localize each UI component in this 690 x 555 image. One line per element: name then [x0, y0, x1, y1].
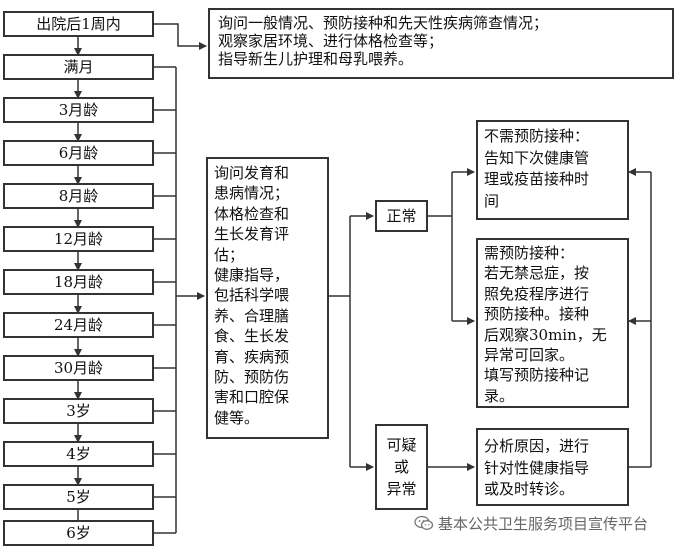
first-visit-line: 询问一般情况、预防接种和先天性疾病筛查情况； — [218, 14, 549, 32]
stage-box-4: 6月龄 — [3, 140, 154, 166]
stage-label: 24月龄 — [53, 315, 104, 334]
routine-line: 体格检查和 — [214, 204, 290, 223]
watermark-text: 基本公共卫生服务项目宣传平台 — [438, 514, 649, 533]
stage-box-1: 出院后1周内 — [3, 11, 154, 37]
analysis-line: 或及时转诊。 — [484, 480, 575, 498]
stage-box-12: 5岁 — [3, 484, 154, 510]
normal-box: 正常 — [375, 200, 428, 232]
stage-box-2: 满月 — [3, 54, 154, 80]
routine-line: 食、生长发 — [214, 327, 290, 346]
no-vaccine-box: 不需预防接种： 告知下次健康管 理或疫苗接种时 间 — [476, 120, 629, 220]
first-visit-line: 观察家居环境、进行体格检查等； — [218, 32, 444, 50]
routine-line: 估； — [214, 245, 245, 264]
stage-box-6: 12月龄 — [3, 226, 154, 252]
vaccine-line: 预防接种。接种 — [484, 305, 590, 324]
routine-line: 害和口腔保 — [214, 388, 290, 407]
stage-label: 4岁 — [66, 444, 91, 463]
stage-label: 30月龄 — [53, 358, 104, 377]
stage-label: 12月龄 — [53, 229, 104, 248]
vaccine-line: 异常可回家。 — [484, 346, 575, 365]
routine-line: 询问发育和 — [214, 164, 290, 182]
abnormal-line: 可疑 — [386, 436, 417, 454]
routine-line: 健等。 — [214, 408, 260, 427]
routine-line: 健康指导， — [214, 266, 290, 285]
stage-label: 5岁 — [66, 487, 91, 506]
normal-label: 正常 — [386, 207, 417, 225]
routine-line: 包括科学喂 — [214, 286, 290, 305]
vaccine-line: 后观察30min，无 — [484, 325, 607, 344]
first-visit-box: 询问一般情况、预防接种和先天性疾病筛查情况； 观察家居环境、进行体格检查等； 指… — [208, 8, 674, 79]
stage-box-8: 24月龄 — [3, 312, 154, 338]
stage-box-7: 18月龄 — [3, 269, 154, 295]
routine-line: 养、合理膳 — [214, 306, 290, 325]
stage-label: 3月龄 — [58, 100, 99, 119]
vaccine-line: 需预防接种： — [484, 244, 575, 262]
vaccine-line: 填写预防接种记 — [484, 366, 590, 385]
vaccine-box: 需预防接种： 若无禁忌症，按 照免疫程序进行 预防接种。接种 后观察30min，… — [476, 238, 629, 408]
stage-label: 6月龄 — [58, 143, 99, 162]
stage-box-10: 3岁 — [3, 398, 154, 424]
vaccine-line: 若无禁忌症，按 — [484, 264, 590, 283]
stage-box-9: 30月龄 — [3, 355, 154, 381]
no-vaccine-line: 不需预防接种： — [484, 127, 590, 145]
analysis-box: 分析原因，进行 针对性健康指导 或及时转诊。 — [476, 428, 629, 506]
stage-box-5: 8月龄 — [3, 183, 154, 209]
stage-box-13: 6岁 — [3, 520, 154, 546]
no-vaccine-line: 间 — [484, 191, 500, 210]
routine-line: 育、疾病预 — [214, 347, 290, 366]
vaccine-line: 照免疫程序进行 — [484, 284, 590, 303]
routine-line: 生长发育评 — [214, 225, 290, 244]
stage-label: 3岁 — [66, 401, 91, 420]
routine-line: 患病情况； — [214, 184, 290, 203]
wechat-icon — [414, 515, 434, 531]
stage-label: 8月龄 — [58, 186, 99, 205]
abnormal-line: 或 — [393, 458, 409, 476]
no-vaccine-line: 告知下次健康管 — [484, 148, 590, 167]
analysis-line: 分析原因，进行 — [484, 437, 590, 455]
routine-line: 防、预防伤 — [214, 368, 290, 387]
routine-checkup-box: 询问发育和 患病情况； 体格检查和 生长发育评 估； 健康指导， 包括科学喂 养… — [206, 157, 329, 439]
analysis-line: 针对性健康指导 — [484, 458, 590, 477]
stage-box-3: 3月龄 — [3, 97, 154, 123]
abnormal-box: 可疑 或 异常 — [375, 424, 428, 510]
stage-box-11: 4岁 — [3, 441, 154, 467]
first-visit-line: 指导新生儿护理和母乳喂养。 — [218, 50, 414, 68]
vaccine-line: 录。 — [484, 386, 515, 405]
stage-label: 满月 — [63, 57, 94, 76]
stage-label: 出院后1周内 — [36, 14, 121, 33]
watermark: 基本公共卫生服务项目宣传平台 — [414, 512, 648, 534]
stage-label: 6岁 — [66, 523, 91, 542]
abnormal-line: 异常 — [386, 480, 417, 498]
no-vaccine-line: 理或疫苗接种时 — [484, 170, 590, 188]
stage-label: 18月龄 — [53, 272, 104, 291]
